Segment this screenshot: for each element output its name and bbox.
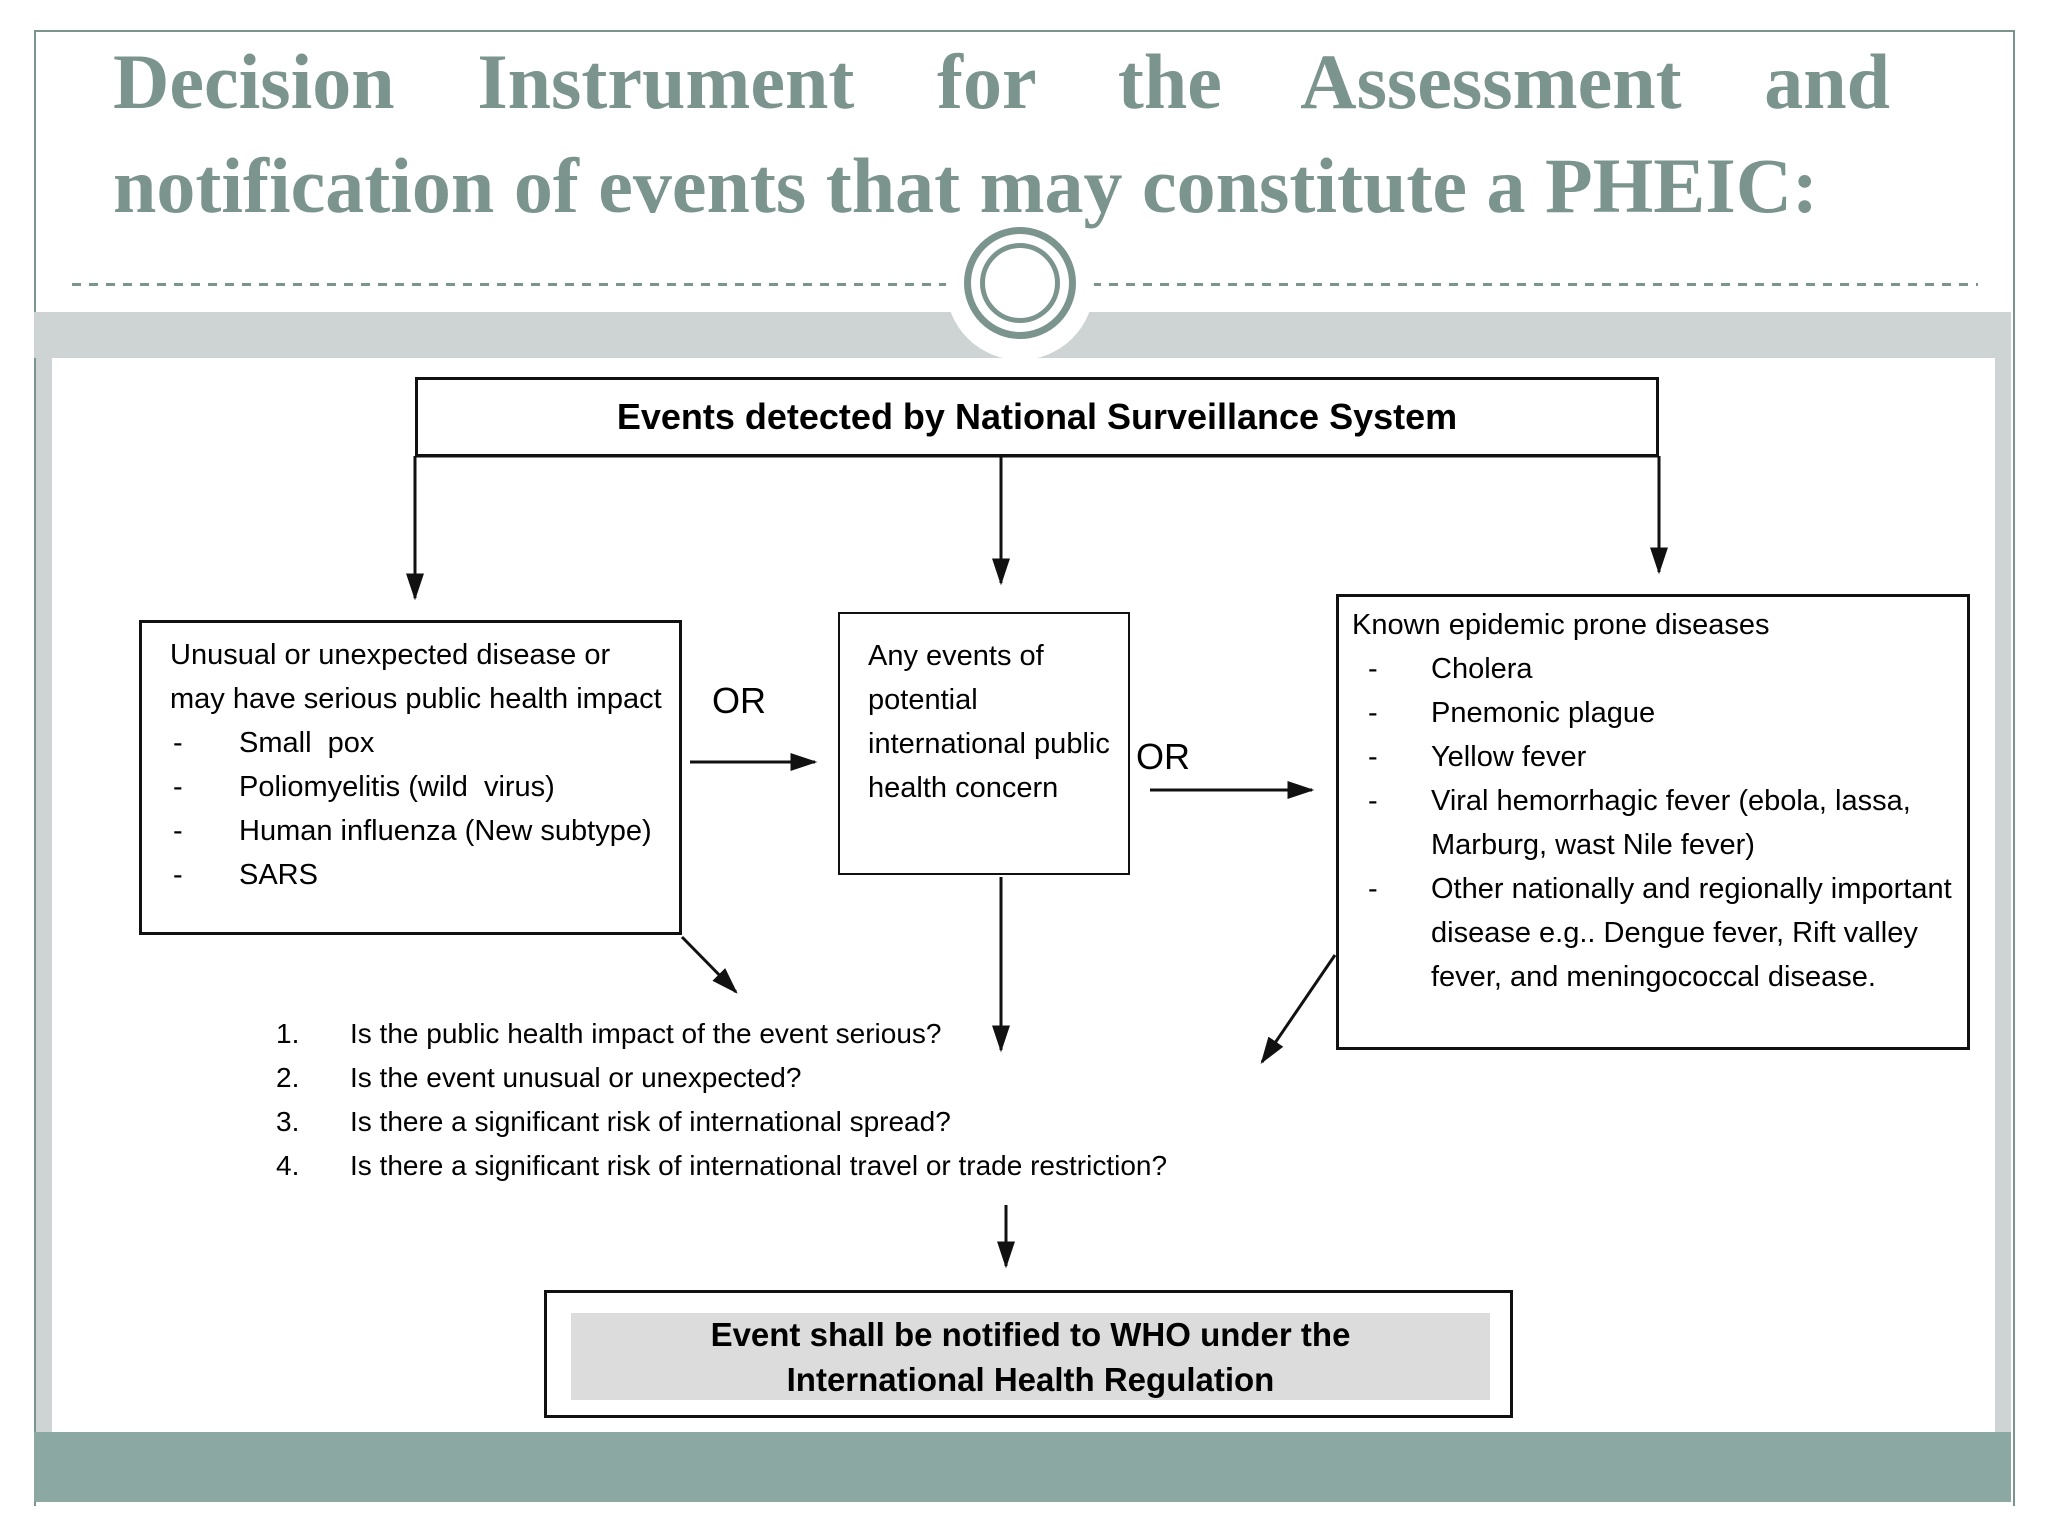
bottom-box-line2: International Health Regulation — [786, 1360, 1275, 1398]
question-row: 4. Is there a significant risk of intern… — [276, 1144, 1416, 1188]
list-item: - Pnemonic plague — [1352, 691, 1957, 735]
right-edge-stripe — [1995, 358, 2011, 1432]
list-item: - Cholera — [1352, 647, 1957, 691]
dash-bullet: - — [1368, 653, 1378, 685]
middle-box-any-events: Any events of potential international pu… — [838, 612, 1130, 875]
list-item: - Small pox — [170, 721, 665, 765]
or-label-right: OR — [1136, 736, 1190, 777]
assessment-questions: 1. Is the public health impact of the ev… — [276, 1012, 1416, 1188]
list-item: - Viral hemorrhagic fever (ebola, lassa,… — [1352, 779, 1957, 867]
question-text: Is there a significant risk of internati… — [350, 1106, 951, 1137]
list-item: - Yellow fever — [1352, 735, 1957, 779]
question-text: Is the event unusual or unexpected? — [350, 1062, 802, 1093]
right-box-heading: Known epidemic prone diseases — [1352, 609, 1770, 641]
or-label-left: OR — [712, 680, 766, 721]
footer-band — [34, 1432, 2011, 1502]
top-box-label: Events detected by National Surveillance… — [616, 396, 1458, 437]
question-number: 3. — [276, 1106, 300, 1137]
bottom-box-fill: Event shall be notified to WHO under the… — [571, 1313, 1490, 1400]
question-text: Is there a significant risk of internati… — [350, 1150, 1168, 1181]
question-row: 1. Is the public health impact of the ev… — [276, 1012, 1416, 1056]
question-number: 1. — [276, 1018, 300, 1049]
question-number: 4. — [276, 1150, 300, 1181]
list-item: - Other nationally and regionally import… — [1352, 867, 1957, 999]
dash-bullet: - — [173, 727, 183, 759]
top-box-events-detected: Events detected by National Surveillance… — [415, 377, 1659, 457]
dash-bullet: - — [173, 859, 183, 891]
list-item: - SARS — [170, 853, 665, 897]
dash-bullet: - — [173, 771, 183, 803]
bottom-box-line1: Event shall be notified to WHO under the — [710, 1315, 1351, 1353]
dash-bullet: - — [1368, 785, 1378, 817]
left-box-heading: Unusual or unexpected disease or may hav… — [170, 639, 662, 715]
question-text: Is the public health impact of the event… — [350, 1018, 942, 1049]
list-item: - Human influenza (New subtype) — [170, 809, 665, 853]
left-box-unusual-disease: Unusual or unexpected disease or may hav… — [139, 620, 682, 935]
list-item: - Poliomyelitis (wild virus) — [170, 765, 665, 809]
ornament-circle-inner-icon — [980, 243, 1060, 323]
bottom-box-notify-who: Event shall be notified to WHO under the… — [544, 1290, 1513, 1418]
slide-title-line2: notification of events that may constitu… — [113, 142, 1818, 229]
question-number: 2. — [276, 1062, 300, 1093]
right-box-known-epidemic: Known epidemic prone diseases - Cholera … — [1336, 594, 1970, 1050]
slide-title-line1: Decision Instrument for the Assessment a… — [113, 38, 1890, 125]
left-edge-stripe — [36, 358, 52, 1432]
question-row: 2. Is the event unusual or unexpected? — [276, 1056, 1416, 1100]
question-row: 3. Is there a significant risk of intern… — [276, 1100, 1416, 1144]
slide-title: Decision Instrument for the Assessment a… — [113, 30, 1890, 238]
dash-bullet: - — [1368, 741, 1378, 773]
dash-bullet: - — [1368, 697, 1378, 729]
middle-box-label: Any events of potential international pu… — [868, 640, 1110, 804]
dash-bullet: - — [1368, 873, 1378, 905]
dash-bullet: - — [173, 815, 183, 847]
